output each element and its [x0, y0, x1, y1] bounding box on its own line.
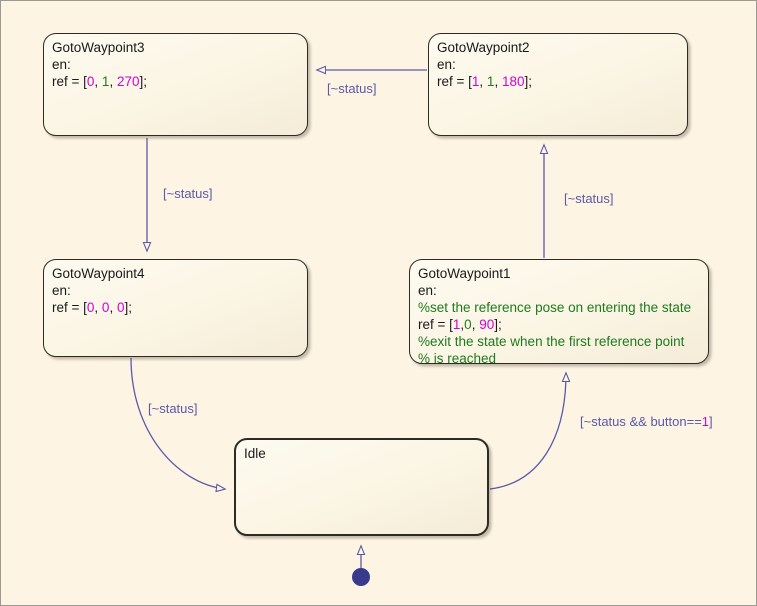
code-token: ];: [524, 74, 532, 89]
state-name-label: GotoWaypoint3: [52, 40, 145, 55]
transition-label-idle-to-wp1[interactable]: [~status && button==1]: [580, 414, 713, 430]
state-name-label: GotoWaypoint1: [418, 266, 511, 281]
code-token: % is reached: [418, 351, 497, 364]
state-idle[interactable]: Idle: [234, 438, 489, 536]
code-token: ,: [479, 74, 487, 89]
default-transition-junction[interactable]: [352, 568, 370, 586]
label-text: [~status && button==: [580, 414, 702, 429]
code-token: 0: [86, 74, 95, 89]
code-token: ref = [: [52, 300, 87, 315]
state-action-line: en:: [52, 56, 307, 73]
state-name-label: GotoWaypoint2: [437, 40, 530, 55]
state-action-line: en:: [52, 282, 307, 299]
code-token: 1: [486, 74, 495, 89]
state-action-line: % is reached: [418, 350, 708, 364]
label-text: ]: [709, 414, 713, 429]
code-token: 90: [479, 317, 495, 332]
state-name-label: Idle: [244, 446, 266, 461]
code-token: en:: [418, 283, 437, 298]
state-gotowaypoint1[interactable]: GotoWaypoint1 en: %set the reference pose …: [409, 259, 709, 364]
code-token: ];: [124, 300, 132, 315]
state-action-line: ref = [0, 1, 270];: [52, 73, 307, 90]
code-token: 270: [116, 74, 140, 89]
state-action-line: en:: [437, 56, 687, 73]
code-token: ref = [: [437, 74, 472, 89]
code-token: 0: [86, 300, 95, 315]
state-name-label: GotoWaypoint4: [52, 266, 145, 281]
code-token: ,: [109, 74, 117, 89]
state-action-line: en:: [418, 282, 708, 299]
code-token: 180: [501, 74, 525, 89]
code-token: en:: [437, 57, 456, 72]
code-token: %exit the state when the first reference…: [418, 334, 685, 349]
code-token: ,: [494, 74, 502, 89]
transition-label-wp4-to-idle[interactable]: [~status]: [148, 401, 198, 416]
state-action-line: %exit the state when the first reference…: [418, 333, 708, 350]
state-action-line: %set the reference pose on entering the …: [418, 299, 708, 316]
transition-label-wp3-to-wp4[interactable]: [~status]: [163, 186, 213, 201]
code-token: ,: [471, 317, 480, 332]
transition-idle-to-wp1[interactable]: [489, 371, 571, 490]
code-token: en:: [52, 283, 71, 298]
code-token: ];: [139, 74, 147, 89]
code-token: ];: [494, 317, 502, 332]
transition-label-wp2-to-wp3[interactable]: [~status]: [327, 81, 377, 96]
state-action-line: ref = [1, 1, 180];: [437, 73, 687, 90]
code-token: ,: [460, 317, 465, 332]
code-token: ref = [: [418, 317, 453, 332]
code-token: ,: [94, 300, 102, 315]
code-token: en:: [52, 57, 71, 72]
code-token: 0: [116, 300, 125, 315]
transition-label-wp1-to-wp2[interactable]: [~status]: [564, 191, 614, 206]
code-token: ref = [: [52, 74, 87, 89]
code-token: 1: [101, 74, 110, 89]
code-token: ,: [109, 300, 117, 315]
code-token: ,: [94, 74, 102, 89]
code-token: 1: [452, 317, 461, 332]
transition-wp4-to-idle[interactable]: [130, 357, 227, 493]
state-action-line: ref = [0, 0, 0];: [52, 299, 307, 316]
code-token: 1: [471, 74, 480, 89]
code-token: 0: [101, 300, 110, 315]
label-number: 1: [701, 414, 710, 429]
code-token: 0: [464, 317, 472, 332]
state-action-line: ref = [1,0, 90];: [418, 316, 708, 333]
code-token: %set the reference pose on entering the …: [418, 300, 692, 315]
